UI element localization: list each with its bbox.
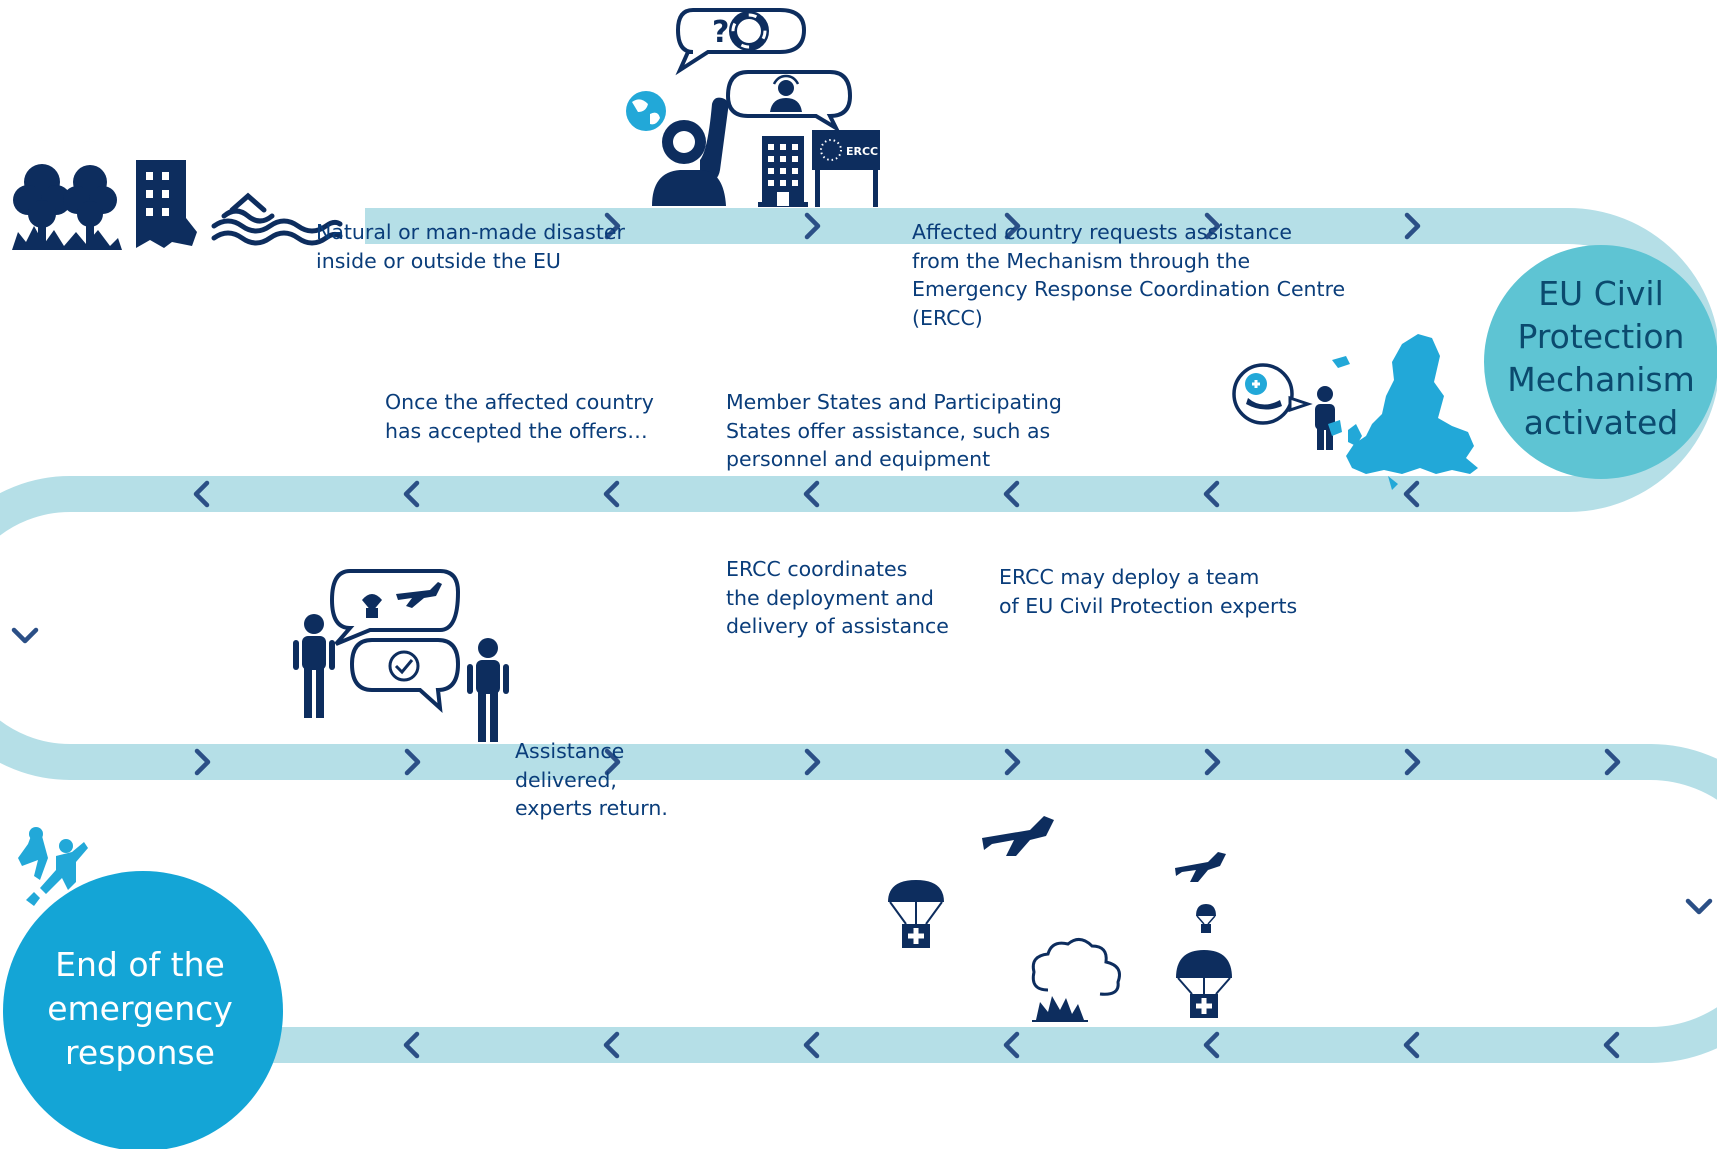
chevron-left-icon (803, 480, 820, 508)
checkmark-speech-bubble-icon (349, 638, 461, 714)
step-request-caption: Affected country requests assistance fro… (912, 220, 1346, 330)
chevron-right-icon (1204, 212, 1221, 240)
europe-map-icon (1328, 334, 1478, 490)
chevron-right-icon (1404, 748, 1421, 776)
step-deploy-caption: ERCC may deploy a team of EU Civil Prote… (999, 565, 1298, 618)
chevron-left-icon (1003, 480, 1020, 508)
mechanism-activated-circle (1484, 245, 1717, 479)
chevron-right-icon (1204, 748, 1221, 776)
parachute-aid-box-icon (1176, 950, 1232, 1018)
person-icon (1315, 386, 1335, 450)
ercc-sign-icon: ERCC (812, 130, 880, 207)
parachute-aid-box-icon (1196, 904, 1216, 933)
chevron-left-icon (403, 1031, 420, 1059)
chevron-left-icon (1403, 480, 1420, 508)
damaged-building-icon (136, 160, 197, 248)
chevron-down-icon (11, 627, 39, 644)
end-of-response-circle (3, 871, 283, 1149)
chevron-right-icon (1004, 748, 1021, 776)
lifebuoy-icon (729, 11, 769, 51)
ercc-sign-text: ERCC (846, 145, 878, 158)
chevron-left-icon (603, 1031, 620, 1059)
step-delivered-caption: Assistance delivered, experts return. (515, 739, 668, 820)
aid-offer-speech-bubble-icon (1232, 363, 1313, 425)
chevron-right-icon (404, 748, 421, 776)
svg-text:?: ? (712, 15, 729, 50)
chevron-right-icon (194, 748, 211, 776)
chevron-left-icon (1403, 1031, 1420, 1059)
chevron-right-icon (804, 748, 821, 776)
phone-operator-speech-bubble-icon (725, 70, 853, 134)
chevron-right-icon (1404, 212, 1421, 240)
chevron-left-icon (603, 480, 620, 508)
chevron-down-icon (1685, 898, 1713, 915)
chevron-left-icon (1203, 1031, 1220, 1059)
forest-fire-icon (12, 164, 122, 250)
parachute-aid-box-icon (888, 880, 944, 948)
chevron-right-icon (1604, 748, 1621, 776)
end-of-response-label: End of the emergency response (47, 945, 233, 1072)
chevron-left-icon (803, 1031, 820, 1059)
airplane-icon (1175, 852, 1226, 882)
airplane-parachute-speech-bubble-icon (329, 569, 461, 646)
direction-chevrons (11, 212, 1713, 1059)
airplane-icon (982, 816, 1054, 856)
chevron-right-icon (604, 212, 621, 240)
raised-hand-person-icon (652, 97, 729, 206)
chevron-right-icon (604, 748, 621, 776)
step-offer-caption: Member States and Participating States o… (726, 390, 1062, 471)
globe-icon (626, 91, 666, 131)
chevron-left-icon (403, 480, 420, 508)
chevron-left-icon (1203, 480, 1220, 508)
people-celebrating-icon (18, 827, 88, 906)
chevron-left-icon (1003, 1031, 1020, 1059)
chevron-right-icon (1004, 212, 1021, 240)
chevron-left-icon (193, 480, 210, 508)
office-building-icon (758, 136, 808, 207)
step-disaster-caption: Natural or man-made disaster inside or o… (316, 220, 625, 273)
chevron-left-icon (1603, 1031, 1620, 1059)
flood-waves-icon (211, 192, 343, 246)
mechanism-activated-label: EU Civil Protection Mechanism activated (1507, 274, 1695, 442)
chevron-right-icon (804, 212, 821, 240)
step-accepted-caption: Once the affected country has accepted t… (385, 390, 654, 443)
step-coordinate-caption: ERCC coordinates the deployment and deli… (726, 557, 949, 638)
smoke-fire-icon (1031, 938, 1121, 1022)
two-people-conversation-icon (293, 614, 509, 742)
